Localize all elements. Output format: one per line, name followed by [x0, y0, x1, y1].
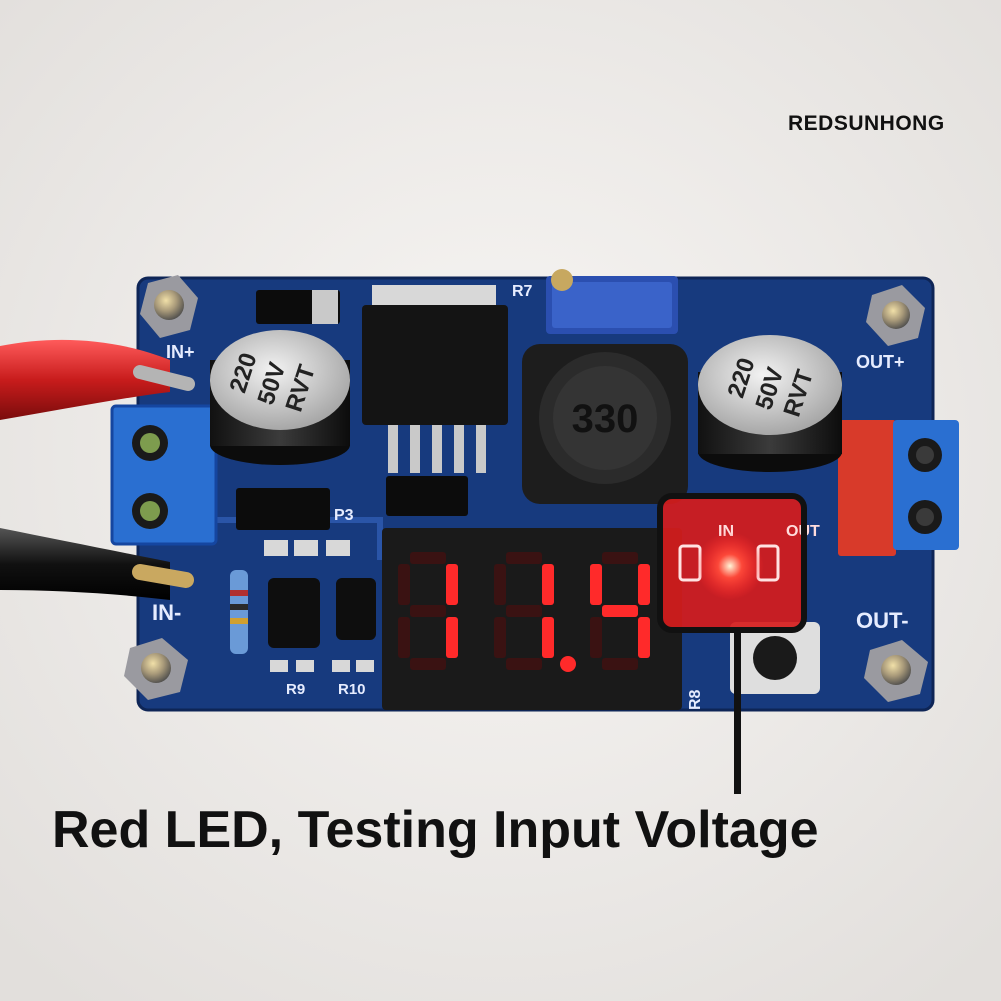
digit-1-segment-a	[410, 552, 446, 564]
label-in-minus: IN-	[152, 600, 181, 625]
caption-text: Red LED, Testing Input Voltage	[52, 801, 819, 859]
digit-2-decimal-point	[560, 656, 576, 672]
digit-3-segment-g	[602, 605, 638, 617]
capacitor-right: 220 50V RVT	[698, 335, 842, 472]
mounting-nut-top-right	[866, 285, 925, 346]
mounting-nut-top-left	[140, 275, 198, 338]
digit-2-segment-a	[506, 552, 542, 564]
digit-2-segment-c	[542, 617, 554, 658]
digit-2-segment-b	[542, 564, 554, 605]
label-out-plus: OUT+	[856, 352, 905, 372]
digit-2-segment-e	[494, 617, 506, 658]
led-highlight-box	[657, 493, 807, 633]
led-indicator-panel: IN OUT	[657, 493, 820, 633]
seven-segment-display	[382, 528, 682, 710]
label-out-minus: OUT-	[856, 608, 909, 633]
digit-3-segment-c	[638, 617, 650, 658]
watermark-brand: REDSUNHONG	[788, 112, 945, 135]
digit-2-segment-g	[506, 605, 542, 617]
input-terminal-block	[110, 404, 218, 546]
digit-1-segment-f	[398, 564, 410, 605]
digit-3-segment-f	[590, 564, 602, 605]
inductor-label: 330	[572, 397, 639, 441]
label-in-plus: IN+	[166, 342, 195, 362]
black-test-lead	[0, 528, 194, 600]
label-r10: R10	[338, 681, 366, 698]
digit-1-segment-c	[446, 617, 458, 658]
digit-1-segment-g	[410, 605, 446, 617]
red-test-lead	[0, 339, 195, 420]
capacitor-left: 220 50V RVT	[210, 330, 350, 465]
inductor: 330	[522, 344, 688, 504]
digit-3-segment-a	[602, 552, 638, 564]
digit-1-segment-e	[398, 617, 410, 658]
digit-3-segment-e	[590, 617, 602, 658]
red-led-in	[696, 532, 764, 600]
smd-components	[230, 290, 468, 672]
pointer-line	[734, 630, 741, 794]
digit-3-segment-b	[638, 564, 650, 605]
digit-2-segment-f	[494, 564, 506, 605]
digit-1-segment-b	[446, 564, 458, 605]
label-r8: R8	[687, 689, 704, 710]
regulator-ic	[362, 285, 508, 473]
mounting-nut-bottom-right	[864, 640, 928, 702]
digit-3-segment-d	[602, 658, 638, 670]
output-terminal-red	[838, 420, 896, 556]
mounting-nut-bottom-left	[124, 638, 188, 700]
mode-button	[730, 622, 820, 694]
label-r9: R9	[286, 681, 305, 698]
output-terminal-block	[893, 420, 959, 550]
digit-2-segment-d	[506, 658, 542, 670]
label-p3: P3	[334, 507, 354, 524]
label-r7: R7	[512, 283, 533, 300]
digit-1-segment-d	[410, 658, 446, 670]
trimmer-potentiometer	[546, 269, 678, 334]
